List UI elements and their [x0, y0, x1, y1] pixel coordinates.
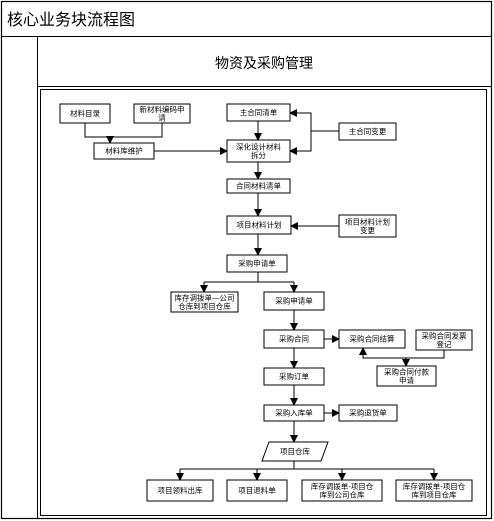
node-box — [263, 291, 325, 311]
node-label: 库到项目仓库 — [412, 489, 457, 499]
node-box — [146, 479, 214, 502]
node-box — [226, 479, 288, 502]
node-project-material-issue: 项目领料出库 — [146, 479, 214, 502]
node-box — [338, 122, 397, 141]
node-label: 项目材料计划 — [237, 220, 282, 230]
node-box — [133, 103, 191, 124]
node-box — [263, 367, 325, 386]
node-project-material-return: 项目退料单 — [226, 479, 288, 502]
node-label: 主合同清单 — [240, 107, 278, 117]
node-label: 库存调拨单-项目仓 — [403, 481, 466, 491]
node-main-contract-list: 主合同清单 — [226, 103, 291, 122]
node-label: 采购合同发票 — [422, 330, 467, 340]
node-box — [376, 365, 437, 387]
node-box — [263, 404, 325, 422]
node-box — [263, 329, 325, 349]
connector-change-to-main-contract — [289, 109, 312, 131]
node-label: 采购申请单 — [238, 258, 276, 268]
node-purchase-order: 采购订单 — [263, 367, 325, 386]
node-contract-material-list: 合同材料清单 — [226, 178, 291, 194]
node-box — [338, 214, 397, 238]
node-box — [395, 479, 473, 502]
node-box — [415, 329, 473, 351]
node-purchase-request-form: 采购申请单 — [226, 254, 288, 273]
node-project-warehouse: 项目仓库 — [261, 441, 329, 462]
node-box — [338, 404, 398, 422]
node-label: 合同材料清单 — [236, 181, 281, 191]
node-material-catalog: 材料目录 — [59, 103, 111, 124]
node-purchase-request-list: 采购申请单 — [263, 291, 325, 311]
node-label: 新材料编码申 — [140, 104, 185, 114]
section-title: 物资及采购管理 — [215, 56, 313, 72]
node-label: 采购订单 — [279, 371, 309, 381]
connector-change-to-split — [289, 130, 339, 155]
node-box — [226, 215, 292, 235]
node-main-contract-change: 主合同变更 — [338, 122, 397, 141]
node-box — [170, 291, 239, 313]
node-box — [59, 103, 111, 124]
node-label: 采购入库单 — [275, 408, 313, 418]
node-label: 材料目录 — [70, 108, 100, 118]
node-box — [226, 254, 288, 273]
node-label: 申请 — [399, 375, 414, 385]
node-label: 项目退料单 — [238, 485, 276, 495]
node-purchase-contract: 采购合同 — [263, 329, 325, 349]
node-label: 项目领料出库 — [158, 485, 203, 495]
node-label: 主合同变更 — [349, 126, 387, 136]
node-label: 项目材料计划 — [345, 216, 390, 226]
node-label: 采购合同结算 — [350, 334, 395, 344]
node-label: 深化设计材料 — [236, 141, 281, 151]
node-label: 变更 — [360, 225, 375, 235]
node-label: 登记 — [437, 339, 452, 349]
node-label: 仓库到项目仓库 — [178, 301, 231, 311]
node-purchase-contract-settlement: 采购合同结算 — [338, 329, 406, 349]
node-box — [226, 139, 291, 163]
connectors — [84, 109, 445, 481]
node-label: 请 — [158, 112, 166, 122]
node-label: 拆分 — [251, 150, 266, 160]
node-box — [226, 103, 291, 122]
connector-invoice-to-settlement — [359, 347, 445, 359]
page-title: 核心业务块流程图 — [7, 10, 135, 29]
node-box — [93, 142, 155, 160]
node-label: 库存调拨单-项目仓 — [311, 481, 374, 491]
node-purchase-return: 采购退货单 — [338, 404, 398, 422]
node-label: 项目仓库 — [280, 446, 310, 456]
connector-newcode-to-maintenance — [106, 123, 163, 144]
node-project-material-plan: 项目材料计划 — [226, 215, 292, 235]
node-label: 采购申请单 — [275, 296, 313, 306]
connector-catalog-to-maintenance — [84, 123, 110, 138]
node-label: 库存调拨单—公司 — [175, 292, 235, 302]
node-label: 库到公司仓库 — [320, 489, 365, 499]
node-label: 采购合同 — [279, 334, 309, 344]
node-box — [261, 441, 329, 462]
node-label: 采购退货单 — [349, 408, 387, 418]
node-purchase-receipt: 采购入库单 — [263, 404, 325, 422]
node-box — [301, 479, 383, 502]
node-label: 材料库维护 — [105, 146, 143, 156]
node-box — [226, 178, 291, 194]
node-label: 采购合同付款 — [384, 366, 429, 376]
flowchart-border — [40, 89, 487, 516]
node-material-library-maintenance: 材料库维护 — [93, 142, 155, 160]
node-box — [338, 329, 406, 349]
